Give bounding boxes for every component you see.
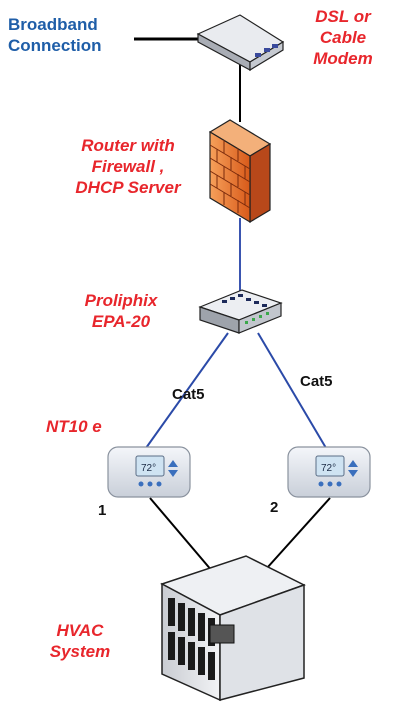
switch-icon xyxy=(198,289,283,334)
modem-icon xyxy=(196,14,285,72)
hvac-label: HVAC System xyxy=(49,621,111,661)
thermostat-1-icon xyxy=(107,446,191,498)
thermostat-2-number: 2 xyxy=(270,499,279,516)
nt10e-label: NT10 e xyxy=(46,417,102,436)
cat5-line-right xyxy=(257,332,327,449)
router-label: Router with Firewall , DHCP Server xyxy=(75,136,181,197)
cat5-label-right: Cat5 xyxy=(300,373,333,390)
hvac-line-left xyxy=(149,497,219,579)
hvac-line-right xyxy=(257,497,331,579)
cat5-label-left: Cat5 xyxy=(172,386,205,403)
thermostat-2-icon xyxy=(287,446,371,498)
thermostat-1-number: 1 xyxy=(98,502,107,519)
broadband-connection-label: Broadband Connection xyxy=(8,15,102,55)
proliphix-label: Proliphix EPA-20 xyxy=(84,291,158,331)
thermostat-2-temp: 72° xyxy=(321,463,336,474)
thermostat-1-temp: 72° xyxy=(141,463,156,474)
cat5-line-left xyxy=(145,332,229,449)
firewall-icon xyxy=(208,119,272,224)
hvac-unit-icon xyxy=(160,555,306,702)
modem-label: DSL or Cable Modem xyxy=(313,7,373,68)
